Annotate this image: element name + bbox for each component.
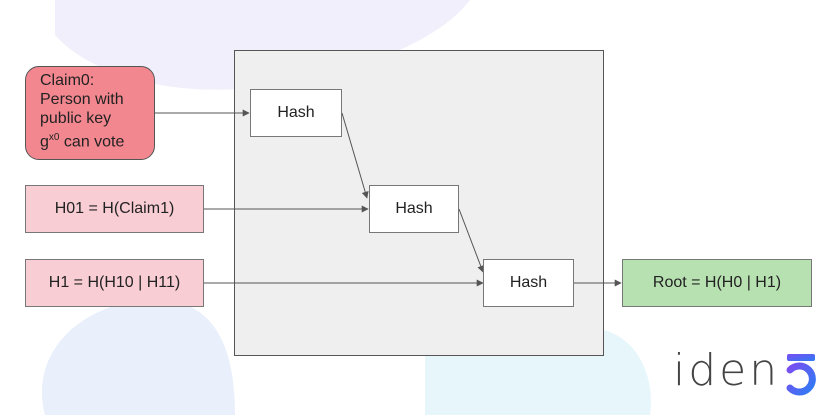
claim0-line4-rest: can vote [59, 133, 125, 151]
hash-node-top: Hash [250, 89, 342, 137]
hash-top-label: Hash [277, 104, 315, 121]
root-node: Root = H(H0 | H1) [622, 259, 812, 307]
claim0-line4: gx0 can vote [40, 128, 124, 151]
root-label: Root = H(H0 | H1) [652, 274, 782, 291]
h1-node: H1 = H(H10 | H11) [25, 259, 204, 307]
hash-node-bottom: Hash [483, 259, 574, 307]
hash-bottom-label: Hash [509, 274, 548, 291]
arrow-hash-mid-to-bottom [458, 208, 485, 273]
h1-label: H1 = H(H10 | H11) [48, 274, 181, 291]
claim0-exponent: x0 [48, 132, 60, 143]
claim0-base: g [40, 133, 49, 151]
claim0-line2: Person with [40, 91, 124, 108]
h01-label: H01 = H(Claim1) [54, 200, 175, 217]
claim0-line1: Claim0: [40, 72, 95, 89]
claim0-line3: public key [40, 110, 112, 127]
hash-node-mid: Hash [369, 185, 459, 233]
hash-mid-label: Hash [395, 200, 433, 217]
arrow-hash-top-to-mid [341, 112, 369, 199]
claim0-node: Claim0: Person with public key gx0 can v… [25, 66, 155, 160]
iden3-logo-text: iden [673, 345, 781, 396]
h01-node: H01 = H(Claim1) [25, 185, 204, 233]
iden3-logo-mark [786, 354, 816, 396]
